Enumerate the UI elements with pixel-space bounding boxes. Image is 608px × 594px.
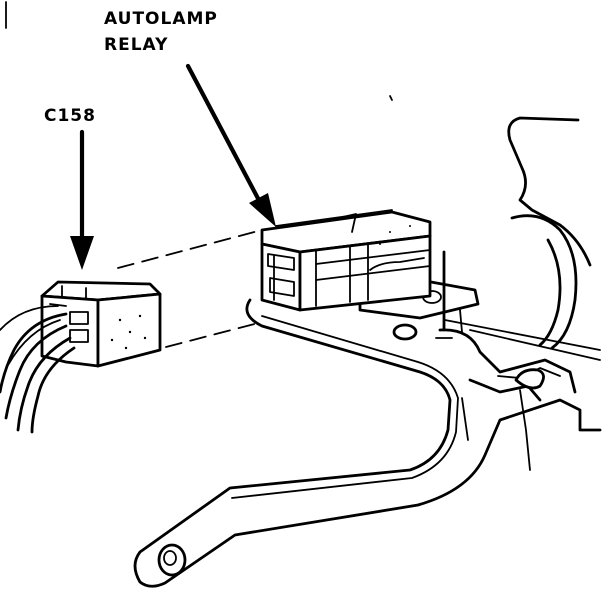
relay-leader-arrow — [185, 63, 276, 227]
mounting-bracket-rail — [133, 298, 602, 588]
wire-harness — [0, 305, 76, 434]
connector-leader-arrow — [70, 129, 94, 270]
c158-connector — [40, 280, 162, 368]
relay-label-line2: RELAY — [104, 35, 168, 55]
background-body-panel — [389, 95, 592, 350]
autolamp-relay — [260, 209, 432, 312]
relay-label-line1: AUTOLAMP — [104, 9, 218, 29]
alignment-dashed-lines — [117, 229, 263, 348]
connector-label: C158 — [44, 106, 96, 126]
